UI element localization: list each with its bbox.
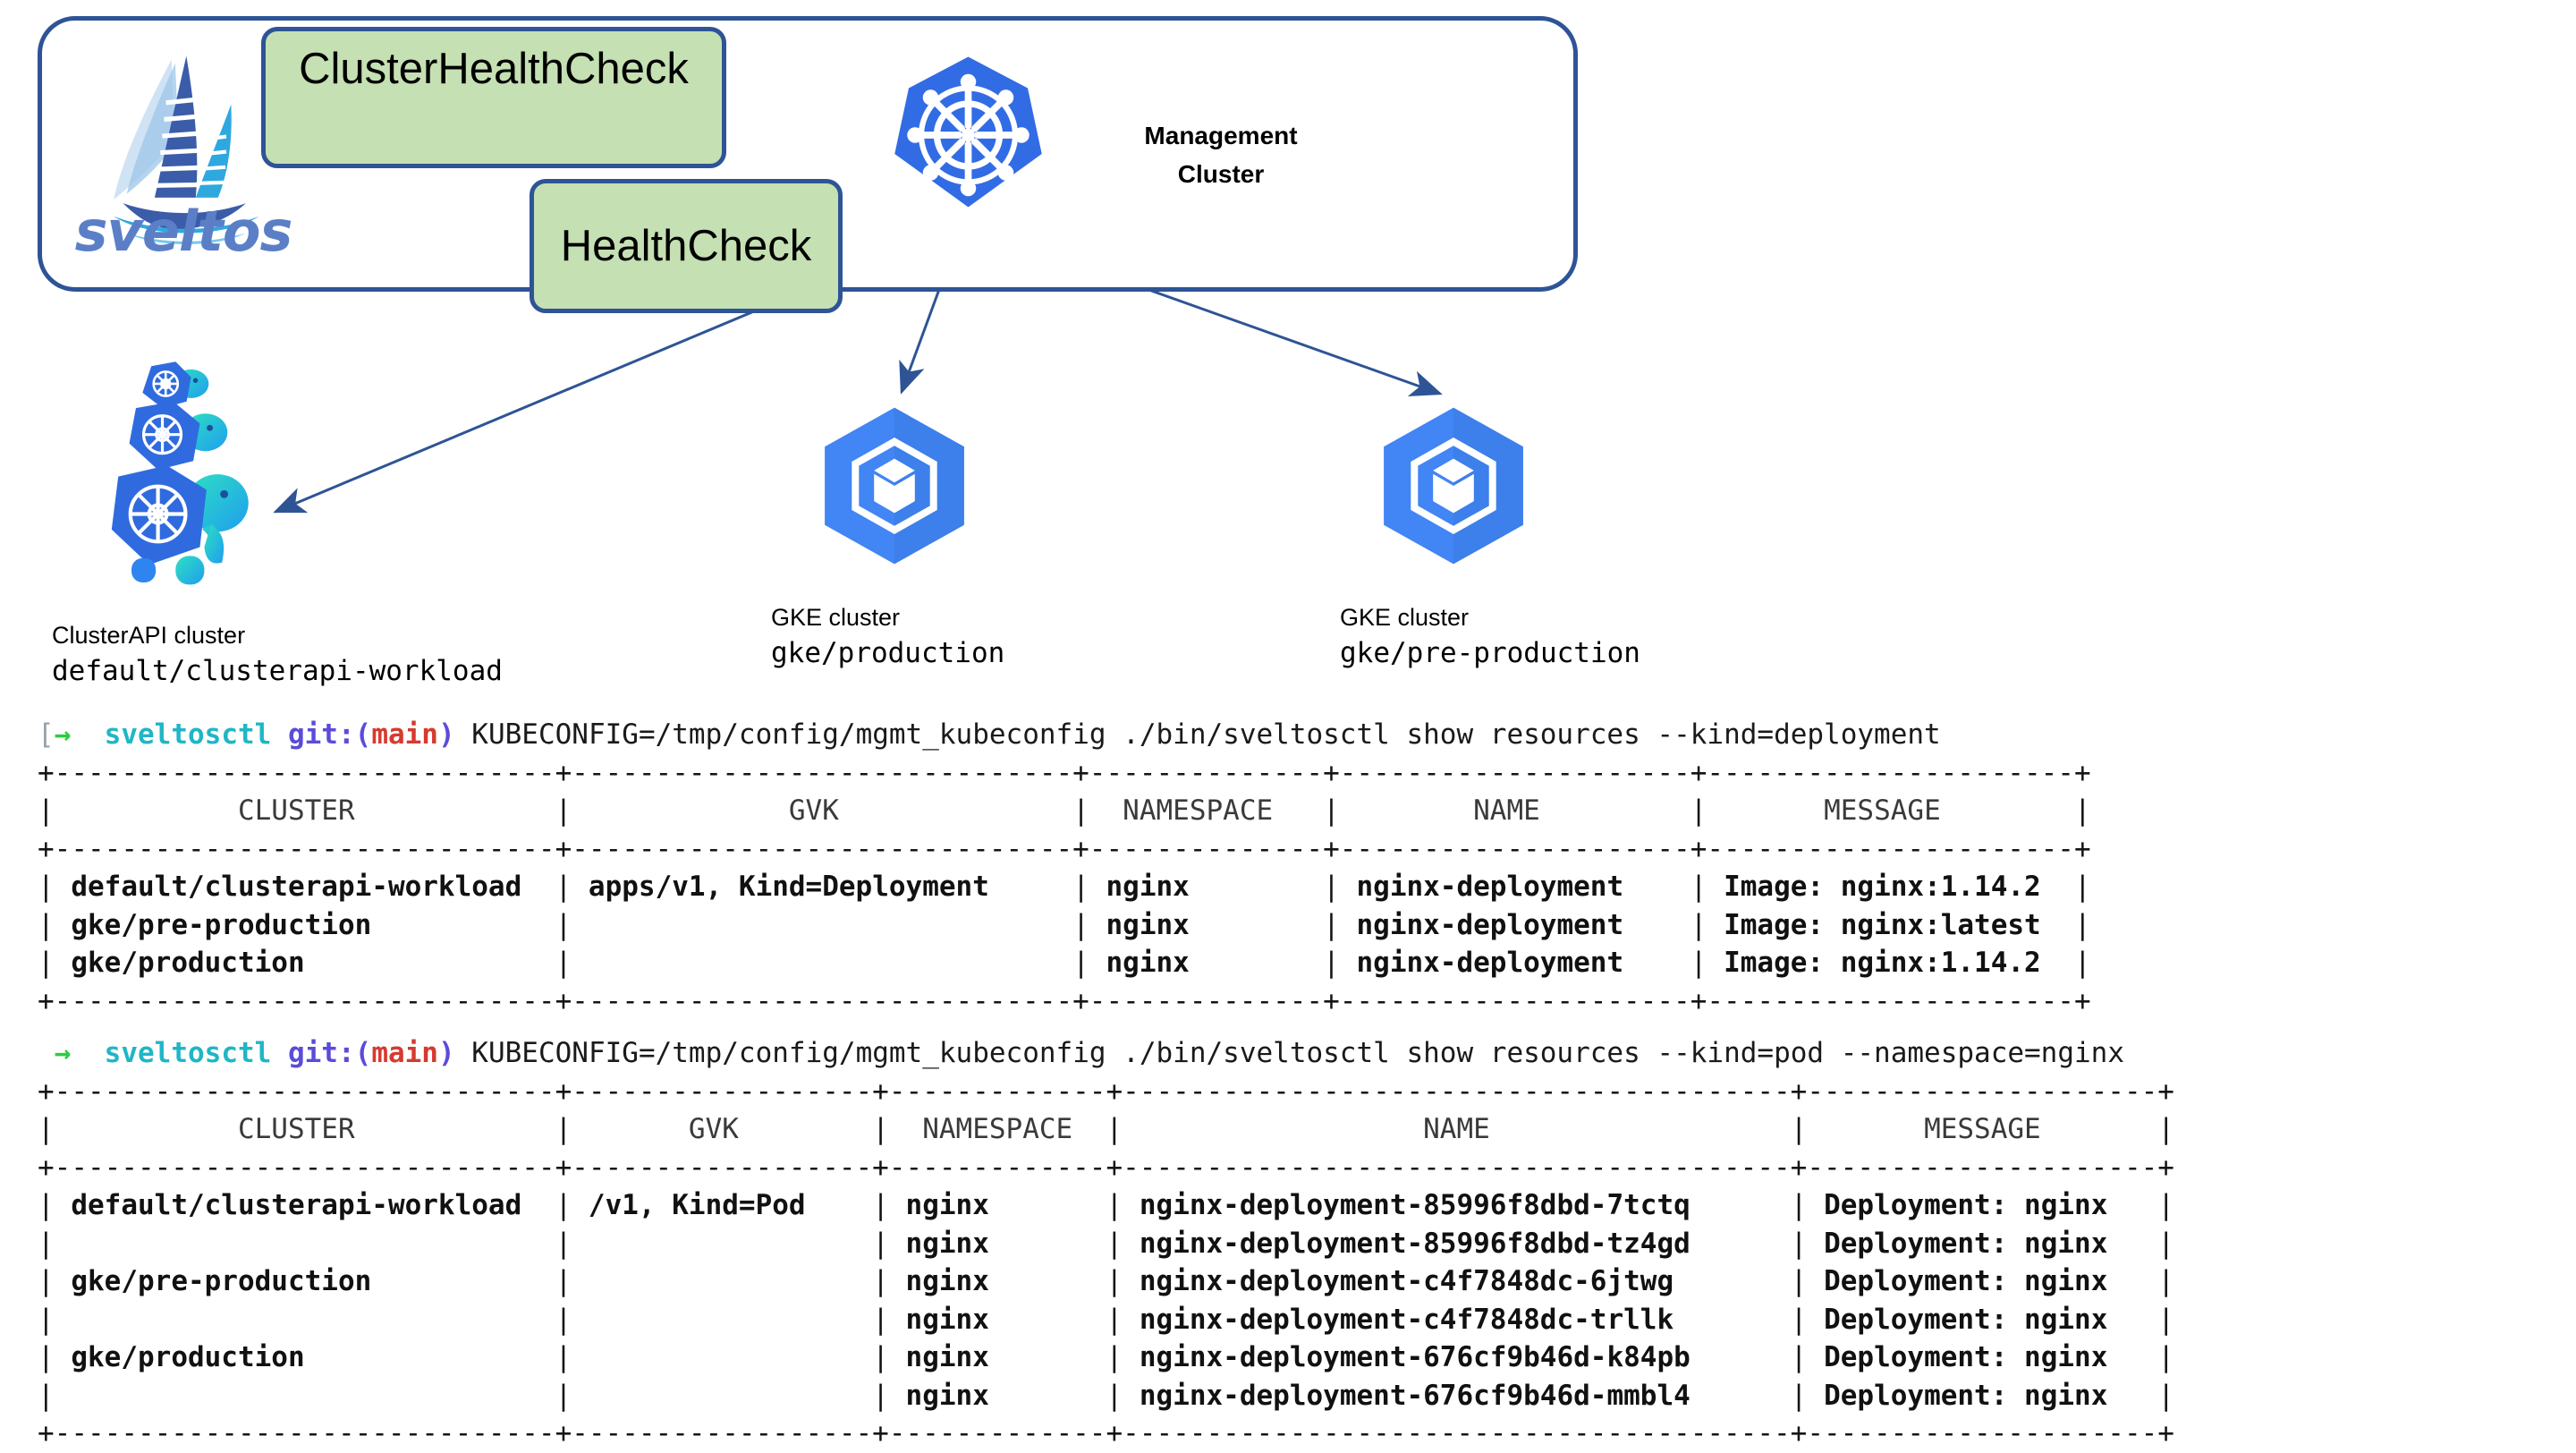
gke-pre-production-kind: GKE cluster (1340, 604, 1470, 631)
table-cell: Deployment: nginx (1807, 1265, 2158, 1297)
table-header-cell: NAMESPACE (888, 1113, 1106, 1145)
clusterapi-cluster-name: default/clusterapi-workload (52, 655, 503, 688)
table-header-cell: MESSAGE (1707, 794, 2075, 827)
table-cell: nginx-deployment-85996f8dbd-7tctq (1123, 1189, 1791, 1221)
table-cell: nginx-deployment-85996f8dbd-tz4gd (1123, 1227, 1791, 1260)
prompt-bracket: [ (38, 718, 55, 751)
table-cell (572, 1228, 872, 1260)
table-header-cell: NAMESPACE (1089, 794, 1324, 827)
table-cell: nginx (888, 1379, 1106, 1412)
table-cell (55, 1228, 555, 1260)
gke-production-kind: GKE cluster (771, 604, 901, 631)
table-cell (572, 1304, 872, 1336)
table-cell: nginx-deployment-676cf9b46d-k84pb (1123, 1341, 1791, 1373)
gke-pre-production-label: GKE cluster gke/pre-production (1340, 601, 1640, 674)
sveltos-wordmark: sveltos (74, 199, 293, 264)
prompt-git-branch: main (371, 1037, 438, 1069)
table-cell: nginx (888, 1227, 1106, 1260)
table-cell: gke/pre-production (54, 1265, 555, 1297)
table-header-cell: NAME (1123, 1113, 1791, 1145)
table-cell: Image: nginx:1.14.2 (1707, 871, 2075, 903)
table-cell: gke/production (54, 1341, 555, 1373)
terminal-block-spacer (0, 1020, 2576, 1034)
table-cell: apps/v1, Kind=Deployment (572, 871, 1073, 903)
prompt-git-prefix: git:( (287, 1037, 372, 1069)
clusterapi-cluster-label: ClusterAPI cluster default/clusterapi-wo… (52, 619, 503, 692)
table-cell: nginx (888, 1341, 1106, 1373)
table-cell: nginx (888, 1265, 1106, 1297)
table-cell (572, 947, 1072, 979)
table-cell (55, 1380, 555, 1412)
table-header-cell: MESSAGE (1807, 1113, 2158, 1145)
gke-production-name: gke/production (771, 637, 1005, 670)
resource-table-pods: +------------------------------+--------… (38, 1075, 2175, 1450)
cluster-api-turtle-icon (98, 358, 264, 604)
management-cluster-label-line1: Management (1144, 122, 1298, 149)
table-header-cell: CLUSTER (54, 1113, 555, 1145)
healthcheck-box[interactable]: HealthCheck (530, 179, 843, 313)
table-header-cell: NAME (1339, 794, 1690, 827)
prompt-git-suffix: ) (437, 718, 455, 751)
table-cell (572, 1341, 872, 1373)
prompt-git-suffix: ) (437, 1037, 455, 1069)
prompt-app-name: sveltosctl (104, 1037, 272, 1069)
terminal-command-pods: → sveltosctl git:(main) KUBECONFIG=/tmp/… (0, 1034, 2576, 1073)
prompt-command-text: KUBECONFIG=/tmp/config/mgmt_kubeconfig .… (454, 718, 1941, 751)
clusterhealthcheck-label: ClusterHealthCheck (299, 45, 689, 93)
table-cell: Deployment: nginx (1807, 1189, 2158, 1221)
table-cell: gke/pre-production (54, 908, 555, 941)
gke-hexagon-icon (809, 401, 979, 571)
table-cell: Image: nginx:latest (1707, 908, 2075, 941)
sailboat-logo (85, 43, 273, 267)
table-header-cell: GVK (572, 1113, 873, 1145)
table-cell: nginx-deployment-c4f7848dc-trllk (1123, 1303, 1791, 1336)
table-cell: nginx (888, 1303, 1106, 1336)
prompt-arrow-icon: → (54, 1037, 72, 1069)
architecture-diagram: sveltos ClusterHealthCheck HealthCheck (0, 0, 2576, 716)
resource-table-deployments: +------------------------------+--------… (38, 756, 2091, 1017)
kubernetes-icon (890, 54, 1046, 210)
table-cell: nginx-deployment-676cf9b46d-mmbl4 (1123, 1379, 1791, 1412)
table-cell: nginx (1089, 908, 1324, 941)
table-cell: Image: nginx:1.14.2 (1707, 947, 2075, 979)
table-cell: /v1, Kind=Pod (572, 1189, 873, 1221)
gke-pre-production-name: gke/pre-production (1340, 637, 1640, 670)
table-cell: nginx-deployment (1339, 908, 1690, 941)
table-header-cell: CLUSTER (54, 794, 555, 827)
table-cell (572, 909, 1072, 941)
table-cell: nginx (1089, 947, 1324, 979)
table-cell: nginx-deployment (1339, 947, 1690, 979)
table-cell: Deployment: nginx (1807, 1227, 2158, 1260)
healthcheck-label: HealthCheck (560, 222, 812, 270)
terminal-command-deployments: [→ sveltosctl git:(main) KUBECONFIG=/tmp… (0, 716, 2576, 754)
table-cell: nginx-deployment-c4f7848dc-6jtwg (1123, 1265, 1791, 1297)
prompt-app-name: sveltosctl (104, 718, 272, 751)
prompt-git-branch: main (371, 718, 438, 751)
prompt-git-prefix: git:( (287, 718, 372, 751)
gke-production-label: GKE cluster gke/production (771, 601, 1004, 674)
table-cell: nginx (888, 1189, 1106, 1221)
clusterhealthcheck-box[interactable]: ClusterHealthCheck (261, 27, 726, 168)
table-cell (572, 1380, 872, 1412)
table-cell: Deployment: nginx (1807, 1303, 2158, 1336)
table-cell: Deployment: nginx (1807, 1379, 2158, 1412)
prompt-command-text: KUBECONFIG=/tmp/config/mgmt_kubeconfig .… (454, 1037, 2124, 1069)
table-cell: gke/production (54, 947, 555, 979)
management-cluster-label: Management Cluster (1087, 116, 1355, 194)
table-cell: default/clusterapi-workload (54, 871, 555, 903)
table-cell: nginx (1089, 871, 1324, 903)
management-cluster-label-line2: Cluster (1177, 160, 1265, 189)
clusterapi-cluster-kind: ClusterAPI cluster (52, 622, 246, 649)
table-cell: nginx-deployment (1339, 871, 1690, 903)
prompt-arrow-icon: → (54, 718, 72, 751)
table-cell: Deployment: nginx (1807, 1341, 2158, 1373)
gke-hexagon-icon (1368, 401, 1538, 571)
table-cell (55, 1304, 555, 1336)
terminal-output: [→ sveltosctl git:(main) KUBECONFIG=/tmp… (0, 716, 2576, 1453)
table-header-cell: GVK (572, 794, 1073, 827)
table-cell (572, 1265, 872, 1297)
table-cell: default/clusterapi-workload (54, 1189, 555, 1221)
